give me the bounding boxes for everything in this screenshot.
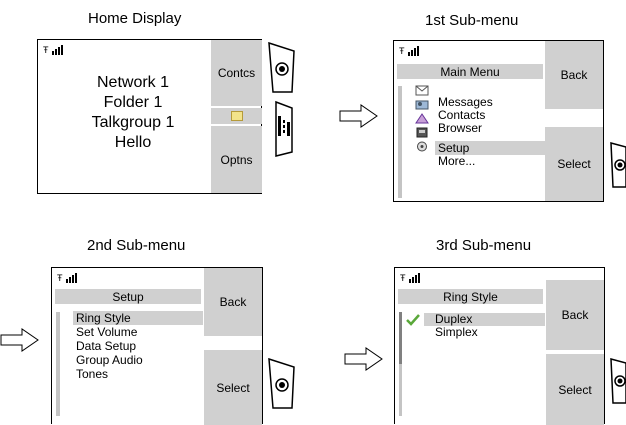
arrow-right-icon <box>0 328 39 352</box>
note-icon-bar <box>211 108 262 124</box>
signal-strength-icon: Ŧ <box>57 273 77 283</box>
menu-item-simplex[interactable]: Simplex <box>435 325 478 339</box>
home-line-hello: Hello <box>114 134 152 151</box>
menu-item-tones[interactable]: Tones <box>76 367 109 381</box>
menu-item-setup[interactable]: Setup <box>438 141 470 155</box>
radio-side-icon <box>275 100 293 157</box>
menu-item-set-volume[interactable]: Set Volume <box>76 325 138 339</box>
scrollbar-thumb[interactable] <box>399 312 402 364</box>
home-display-screen: Ŧ Network 1 Folder 1 Talkgroup 1 Hello C… <box>37 39 262 194</box>
home-line-talkgroup: Talkgroup 1 <box>91 114 175 131</box>
selection-highlight <box>73 311 203 325</box>
sub2-screen: Ŧ Setup Ring Style Set Volume Data Setup… <box>51 267 263 425</box>
menu-item-data-setup[interactable]: Data Setup <box>76 339 137 353</box>
back-softkey[interactable]: Back <box>546 280 604 350</box>
more-icon <box>417 141 427 152</box>
select-softkey[interactable]: Select <box>204 350 262 425</box>
phone-button-icon <box>610 142 626 188</box>
home-line-folder: Folder 1 <box>103 94 163 111</box>
select-softkey[interactable]: Select <box>545 127 603 201</box>
sub2-title: Setup <box>55 289 201 304</box>
phone-button-icon <box>268 41 295 93</box>
select-softkey[interactable]: Select <box>546 354 604 425</box>
svg-text:Ŧ: Ŧ <box>400 273 406 283</box>
svg-text:Ŧ: Ŧ <box>43 45 49 55</box>
selection-highlight <box>435 141 545 155</box>
menu-item-browser[interactable]: Browser <box>438 121 483 135</box>
scrollbar[interactable] <box>56 312 60 416</box>
svg-text:Ŧ: Ŧ <box>57 273 63 283</box>
note-icon <box>230 111 243 121</box>
selection-highlight <box>424 313 545 326</box>
svg-text:Ŧ: Ŧ <box>399 46 405 56</box>
menu-item-messages[interactable]: Messages <box>438 95 493 109</box>
menu-item-contacts[interactable]: Contacts <box>438 108 486 122</box>
phone-button-icon <box>268 357 295 409</box>
sub3-title: Ring Style <box>398 289 543 304</box>
home-display-caption: Home Display <box>88 10 182 27</box>
sub1-title: Main Menu <box>397 64 543 79</box>
signal-strength-icon: Ŧ <box>400 273 420 283</box>
back-softkey[interactable]: Back <box>204 268 262 336</box>
sub1-caption: 1st Sub-menu <box>425 12 519 29</box>
sub3-screen: Ŧ Ring Style Duplex Simplex Back Select <box>394 267 605 425</box>
sub2-caption: 2nd Sub-menu <box>87 237 186 254</box>
back-softkey[interactable]: Back <box>545 41 603 109</box>
arrow-right-icon <box>339 104 378 128</box>
phone-button-icon <box>610 358 626 404</box>
contacts-softkey[interactable]: Contcs <box>211 40 262 106</box>
options-softkey[interactable]: Optns <box>211 126 262 193</box>
arrow-right-icon <box>344 347 383 371</box>
sub1-screen: Ŧ Main Menu Messages Contacts Browser Se… <box>393 40 604 202</box>
contacts-icon <box>415 100 429 110</box>
browser-icon <box>415 113 429 124</box>
signal-strength-icon: Ŧ <box>43 45 63 55</box>
envelope-icon <box>415 85 429 96</box>
setup-icon <box>416 127 428 138</box>
signal-strength-icon: Ŧ <box>399 46 419 56</box>
home-line-network: Network 1 <box>96 74 170 91</box>
menu-item-more[interactable]: More... <box>438 154 476 168</box>
sub3-caption: 3rd Sub-menu <box>436 237 532 254</box>
home-display-text: Network 1 Folder 1 Talkgroup 1 Hello <box>58 73 208 153</box>
scrollbar[interactable] <box>399 364 402 416</box>
menu-item-group-audio[interactable]: Group Audio <box>76 353 143 367</box>
menu-item-ring-style[interactable]: Ring Style <box>76 311 131 325</box>
scrollbar[interactable] <box>398 86 402 198</box>
checkmark-icon <box>406 314 420 326</box>
menu-item-duplex[interactable]: Duplex <box>435 312 473 326</box>
